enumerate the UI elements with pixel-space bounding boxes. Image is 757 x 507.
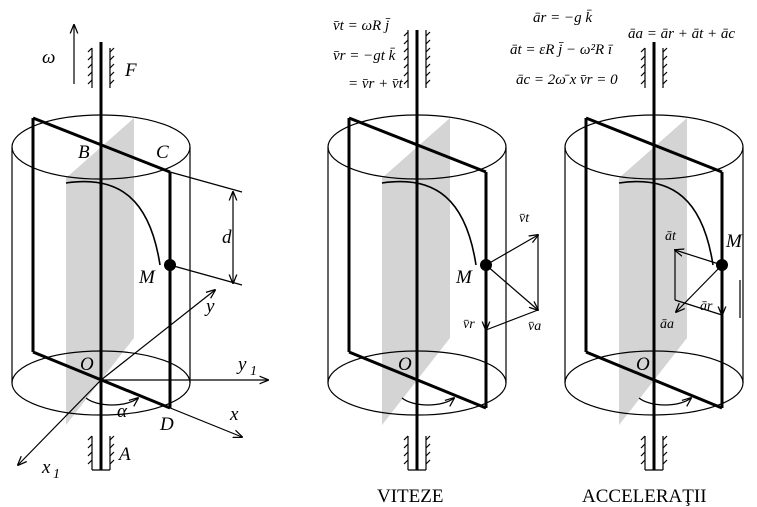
label-y: y [204,296,215,317]
label-O-right: O [636,354,650,375]
figure-middle-geometry [327,30,538,471]
eq-vr: v̄r = −gt k̄ [333,48,396,64]
label-F: F [124,60,137,81]
label-y1: y [236,354,247,375]
label-O: O [80,354,94,375]
label-M-right: M [725,231,743,252]
caption-acceleratii: ACCELERAŢII [582,486,707,507]
eq-at: āt = εR j̄ − ω²R ī [510,42,614,58]
label-aa: āa [660,317,674,332]
eq-ar: ār = −g k̄ [533,10,592,26]
label-va: v̄a [528,319,541,334]
label-x1: x [41,457,51,478]
label-d: d [222,227,232,248]
eq-ac: āc = 2ω̄ x v̄r = 0 [516,72,618,88]
label-alpha: α [117,401,128,422]
label-x: x [229,404,239,425]
label-ar: ār [700,299,713,314]
trajectory-curve [65,180,161,266]
caption-viteze: VITEZE [377,486,443,507]
label-C: C [156,142,169,163]
label-vt: v̄t [519,211,530,226]
eq-aa: āa = ār + āt + āc [628,26,735,42]
figure-left-labels: ω F B C d M y O y 1 x α D A x 1 [41,47,257,482]
label-D: D [159,414,174,435]
figure-middle-labels: v̄t = ωR j̄ v̄r = −gt k̄ = v̄r + v̄t M O… [333,18,541,507]
figure-right-labels: ār = −g k̄ āt = εR j̄ − ω²R ī āc = 2ω̄ x… [510,10,743,507]
label-M-mid: M [455,267,473,288]
figure-left-geometry [11,25,268,471]
label-O-mid: O [398,354,412,375]
label-y1-sub: 1 [250,364,257,379]
figure-right-geometry [564,42,744,471]
eq-va: = v̄r + v̄t [348,76,404,92]
label-A: A [117,444,131,465]
label-omega: ω [42,47,55,68]
eq-vt: v̄t = ωR j̄ [333,18,391,34]
label-B: B [78,142,90,163]
label-at: āt [665,229,677,244]
label-M: M [138,267,156,288]
label-x1-sub: 1 [53,467,60,482]
label-vr: v̄r [463,317,475,332]
